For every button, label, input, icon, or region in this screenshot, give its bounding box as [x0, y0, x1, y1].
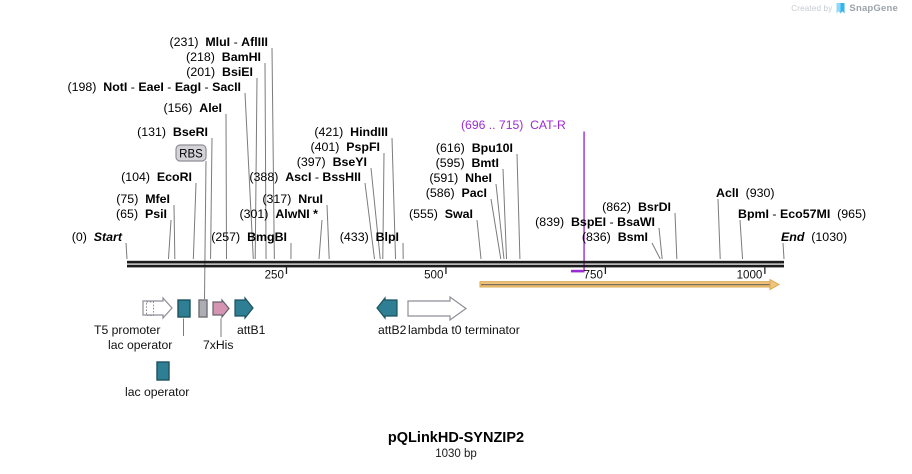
- ruler-tick-label-750: 750: [584, 269, 603, 282]
- attb1-label[interactable]: attB1: [237, 323, 266, 337]
- map-terminus-start[interactable]: (0) Start: [72, 230, 123, 244]
- t5-promoter-hatch: [146, 301, 154, 316]
- attb2-label[interactable]: attB2: [378, 323, 407, 337]
- site-connector-psii: [167, 219, 172, 260]
- rbs-badge[interactable]: [175, 144, 207, 162]
- site-connector-bmti: [502, 168, 508, 260]
- enzyme-label-acli[interactable]: AclI (930): [716, 186, 775, 200]
- ruler-tick-label-250: 250: [265, 269, 284, 282]
- rbs-badge-label: RBS: [179, 149, 203, 161]
- site-connector-bsiei: [254, 77, 258, 260]
- site-connector-paci: [490, 198, 502, 260]
- rbs-connector: [204, 160, 207, 300]
- site-connector-noti-eaei-eagi-sacii: [244, 92, 254, 260]
- enzyme-label-pspfi[interactable]: (401) PspFI: [310, 140, 380, 154]
- site-connector-nrui: [326, 204, 330, 260]
- enzyme-label-ecori[interactable]: (104) EcoRI: [121, 170, 192, 184]
- enzyme-label-noti-eaei-eagi-sacii[interactable]: (198) NotI - EaeI - EagI - SacII: [67, 80, 241, 94]
- enzyme-label-mlui-afliii[interactable]: (231) MluI - AflIII: [170, 35, 268, 49]
- site-connector-hindiii: [391, 137, 397, 260]
- site-connector-asci-bsshii: [364, 182, 375, 260]
- plasmid-length: 1030 bp: [435, 448, 477, 460]
- enzyme-label-nhei[interactable]: (591) NheI: [429, 171, 492, 185]
- enzyme-label-bseyi[interactable]: (397) BseYI: [297, 155, 367, 169]
- site-connector-nhei: [495, 183, 505, 260]
- site-connector-alei: [225, 113, 228, 260]
- watermark-created-by: Created by: [791, 4, 833, 13]
- enzyme-label-nrui[interactable]: (317) NruI: [262, 192, 323, 206]
- enzyme-label-bsrdi[interactable]: (862) BsrDI: [602, 200, 671, 214]
- site-connector-pspfi: [382, 152, 385, 260]
- site-connector-swai: [476, 219, 482, 260]
- attb2[interactable]: [376, 296, 398, 320]
- site-connector-start: [125, 242, 128, 260]
- site-connector-end: [782, 242, 785, 260]
- lac-operator-1-label[interactable]: lac operator: [108, 338, 172, 352]
- site-connector-bpu10i: [516, 153, 521, 260]
- site-connector-mfei: [173, 204, 176, 260]
- enzyme-label-asci-bsshii[interactable]: (388) AscI - BssHII: [249, 170, 361, 184]
- primer-cat-r-span[interactable]: [570, 269, 585, 273]
- enzyme-label-bmgbi[interactable]: (257) BmgBI: [211, 230, 287, 244]
- enzyme-label-hindiii[interactable]: (421) HindIII: [314, 125, 388, 139]
- sequence-ruler-top: [127, 260, 784, 264]
- watermark-brand: SnapGene: [849, 3, 898, 14]
- site-connector-bseyi: [370, 167, 381, 260]
- t5-promoter[interactable]: [142, 296, 173, 320]
- site-connector-bspei-bsawi: [658, 227, 663, 260]
- snapgene-logo-icon: [836, 3, 845, 14]
- enzyme-label-bsmi[interactable]: (836) BsmI: [582, 230, 648, 244]
- watermark: Created by SnapGene: [791, 3, 898, 14]
- lambda-t0-terminator-label[interactable]: lambda t0 terminator: [408, 323, 520, 337]
- enzyme-label-alei[interactable]: (156) AleI: [163, 101, 222, 115]
- lambda-t0-terminator[interactable]: [407, 295, 468, 322]
- gold-span-arrow-head: [769, 278, 781, 291]
- enzyme-label-bpu10i[interactable]: (616) Bpu10I: [436, 141, 513, 155]
- lac-operator-1[interactable]: [177, 299, 191, 318]
- site-connector-alwni: [318, 219, 323, 260]
- site-connector-acli: [717, 198, 721, 260]
- ruler-tick-label-1000: 1000: [737, 269, 763, 282]
- enzyme-label-bspei-bsawi[interactable]: (839) BspEI - BsaWI: [535, 215, 655, 229]
- lac-operator-2-label[interactable]: lac operator: [125, 385, 189, 399]
- enzyme-label-alwni[interactable]: (301) AlwNI *: [240, 207, 319, 221]
- his7-tag[interactable]: [212, 298, 230, 319]
- enzyme-label-bseri[interactable]: (131) BseRI: [137, 125, 208, 139]
- site-connector-bsrdi: [674, 212, 678, 260]
- lac-operator-2[interactable]: [156, 361, 170, 381]
- ruler-tick-label-500: 500: [424, 269, 443, 282]
- site-connector-bseri: [210, 137, 213, 260]
- site-connector-ecori: [192, 182, 197, 260]
- title-block: pQLinkHD-SYNZIP2 1030 bp: [0, 430, 912, 460]
- site-connector-bsmi: [651, 242, 661, 260]
- enzyme-label-bpmi-eco57mi[interactable]: BpmI - Eco57MI (965): [738, 207, 866, 221]
- t5-promoter-label[interactable]: T5 promoter: [94, 323, 160, 337]
- enzyme-label-bsiei[interactable]: (201) BsiEI: [186, 65, 253, 79]
- primer-cat-r-label[interactable]: (696 .. 715) CAT-R: [461, 118, 566, 132]
- rbs-box[interactable]: [198, 299, 208, 318]
- enzyme-label-blpi[interactable]: (433) BlpI: [340, 230, 399, 244]
- enzyme-label-paci[interactable]: (586) PacI: [426, 186, 487, 200]
- sequence-ruler-bottom: [127, 264, 784, 268]
- enzyme-label-swai[interactable]: (555) SwaI: [409, 207, 473, 221]
- enzyme-label-bmti[interactable]: (595) BmtI: [436, 156, 499, 170]
- site-connector-bpmi-eco57mi: [739, 219, 744, 260]
- site-connector-bamhi: [264, 62, 267, 260]
- map-terminus-end[interactable]: End (1030): [781, 230, 847, 244]
- his7-tag-label[interactable]: 7xHis: [203, 338, 233, 352]
- plasmid-name: pQLinkHD-SYNZIP2: [387, 430, 525, 446]
- enzyme-label-psii[interactable]: (65) PsiI: [116, 207, 167, 221]
- enzyme-label-bamhi[interactable]: (218) BamHI: [186, 50, 261, 64]
- site-connector-mlui-afliii: [271, 47, 275, 260]
- enzyme-label-mfei[interactable]: (75) MfeI: [116, 192, 170, 206]
- attb1[interactable]: [234, 296, 254, 320]
